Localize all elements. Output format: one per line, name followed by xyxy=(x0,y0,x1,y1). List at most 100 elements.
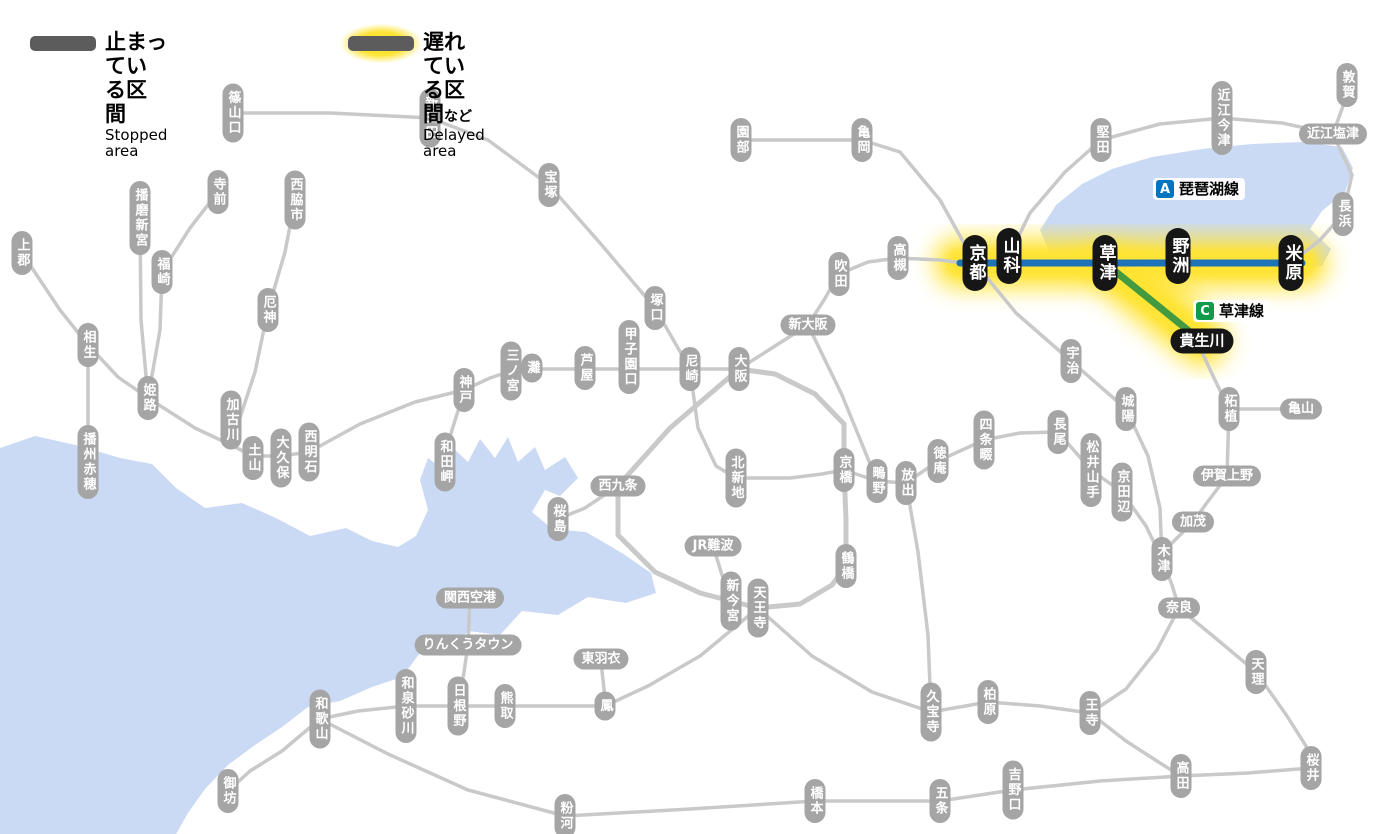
station-城陽: 城陽 xyxy=(1115,387,1137,431)
station-北新地: 北新地 xyxy=(725,448,747,508)
rail-line-kusatsu-line xyxy=(1101,259,1204,344)
station-木津: 木津 xyxy=(1151,537,1173,581)
line-badge-草津線: C 草津線 xyxy=(1193,300,1271,322)
station-草津: 草津 xyxy=(1092,235,1118,291)
station-長浜: 長浜 xyxy=(1332,192,1354,236)
station-新三田: 新三田 xyxy=(419,88,441,148)
station-相生: 相生 xyxy=(77,323,99,367)
rail-line-wakayama-line-east xyxy=(1088,711,1183,778)
station-和田岬: 和田岬 xyxy=(434,432,456,492)
station-大阪: 大阪 xyxy=(728,347,750,391)
station-敦賀: 敦賀 xyxy=(1336,63,1358,107)
station-甲子園口: 甲子園口 xyxy=(618,320,640,394)
line-letter-icon: A xyxy=(1156,180,1174,198)
station-徳庵: 徳庵 xyxy=(927,439,949,483)
station-神戸: 神戸 xyxy=(453,368,475,412)
legend-stopped: 止まっている区間 Stopped area xyxy=(30,30,167,160)
legend-delayed-text: 遅れている区間など Delayed area xyxy=(423,30,485,160)
station-放出: 放出 xyxy=(895,461,917,505)
rail-line-osaka-loop-line xyxy=(615,366,849,611)
rail-line-kosei-line xyxy=(1007,116,1335,258)
station-JR難波: JR難波 xyxy=(684,535,742,557)
station-りんくうタウン: りんくうタウン xyxy=(414,634,522,656)
station-大久保: 大久保 xyxy=(270,428,292,488)
station-三ノ宮: 三ノ宮 xyxy=(500,341,522,401)
station-日根野: 日根野 xyxy=(447,676,469,736)
station-吹田: 吹田 xyxy=(828,252,850,296)
station-柏原: 柏原 xyxy=(977,680,999,724)
station-播磨新宮: 播磨新宮 xyxy=(129,181,151,255)
line-badge-label: 草津線 xyxy=(1219,301,1265,320)
station-土山: 土山 xyxy=(242,436,264,480)
rail-line-yamatoji-line xyxy=(756,606,1181,715)
stopped-area-label: 止まっている区間 xyxy=(105,30,168,127)
station-関西空港: 関西空港 xyxy=(435,587,505,609)
rail-line-sagano-line xyxy=(739,138,977,265)
station-和泉砂川: 和泉砂川 xyxy=(395,669,417,743)
station-芦屋: 芦屋 xyxy=(574,346,596,390)
station-灘: 灘 xyxy=(521,353,543,383)
rail-line-hanwa-line xyxy=(318,606,760,721)
rail-line-kansai-line-west xyxy=(1160,407,1231,610)
station-厄神: 厄神 xyxy=(257,288,279,332)
station-福崎: 福崎 xyxy=(151,250,173,294)
station-柘植: 柘植 xyxy=(1218,387,1240,431)
station-篠山口: 篠山口 xyxy=(222,83,244,143)
station-米原: 米原 xyxy=(1278,235,1304,291)
delayed-area-label: 遅れている区間など xyxy=(423,30,485,127)
station-亀岡: 亀岡 xyxy=(851,118,873,162)
station-天理: 天理 xyxy=(1245,650,1267,694)
station-高槻: 高槻 xyxy=(887,236,909,280)
station-京橋: 京橋 xyxy=(833,448,855,492)
station-桜島: 桜島 xyxy=(547,497,569,541)
station-新大阪: 新大阪 xyxy=(780,314,836,336)
station-西明石: 西明石 xyxy=(298,422,320,482)
station-桜井: 桜井 xyxy=(1300,746,1322,790)
station-播州赤穂: 播州赤穂 xyxy=(77,425,99,499)
station-長尾: 長尾 xyxy=(1047,410,1069,454)
station-寺前: 寺前 xyxy=(207,170,229,214)
station-松井山手: 松井山手 xyxy=(1080,433,1102,507)
station-加茂: 加茂 xyxy=(1171,511,1215,533)
station-御坊: 御坊 xyxy=(217,769,239,813)
station-上郡: 上郡 xyxy=(11,231,33,275)
rail-line-sakurai-line-takada xyxy=(1179,766,1313,778)
station-東羽衣: 東羽衣 xyxy=(573,648,629,670)
station-鶴橋: 鶴橋 xyxy=(835,544,857,588)
station-姫路: 姫路 xyxy=(137,376,159,420)
delayed-area-label-text: 遅れている区間 xyxy=(423,30,465,127)
station-近江今津: 近江今津 xyxy=(1211,81,1233,155)
legend-stopped-text: 止まっている区間 Stopped area xyxy=(105,30,167,160)
rail-line-tozai-line xyxy=(688,367,846,480)
station-山科: 山科 xyxy=(996,228,1022,284)
legend-delayed: 遅れている区間など Delayed area xyxy=(328,18,485,160)
station-四条畷: 四条畷 xyxy=(973,410,995,470)
station-西九条: 西九条 xyxy=(590,475,646,497)
station-加古川: 加古川 xyxy=(220,390,242,450)
station-熊取: 熊取 xyxy=(494,684,516,728)
station-久宝寺: 久宝寺 xyxy=(920,682,942,742)
station-近江塩津: 近江塩津 xyxy=(1298,123,1368,145)
rail-line-sakurai-line xyxy=(1177,606,1313,770)
station-和歌山: 和歌山 xyxy=(309,689,331,749)
station-天王寺: 天王寺 xyxy=(747,578,769,638)
station-奈良: 奈良 xyxy=(1157,597,1201,619)
station-鳳: 鳳 xyxy=(594,691,616,721)
station-京都: 京都 xyxy=(962,235,988,291)
station-塚口: 塚口 xyxy=(644,286,666,330)
water-osaka-bay xyxy=(0,436,656,834)
line-letter-icon: C xyxy=(1196,302,1214,320)
station-新今宮: 新今宮 xyxy=(720,571,742,631)
station-貴生川: 貴生川 xyxy=(1170,328,1234,354)
station-高田: 高田 xyxy=(1170,754,1192,798)
delayed-area-sublabel: Delayed area xyxy=(423,125,485,161)
station-五条: 五条 xyxy=(929,779,951,823)
station-粉河: 粉河 xyxy=(554,794,576,834)
station-京田辺: 京田辺 xyxy=(1111,462,1133,522)
station-橋本: 橋本 xyxy=(804,779,826,823)
station-尼崎: 尼崎 xyxy=(679,347,701,391)
station-鴫野: 鴫野 xyxy=(866,459,888,503)
